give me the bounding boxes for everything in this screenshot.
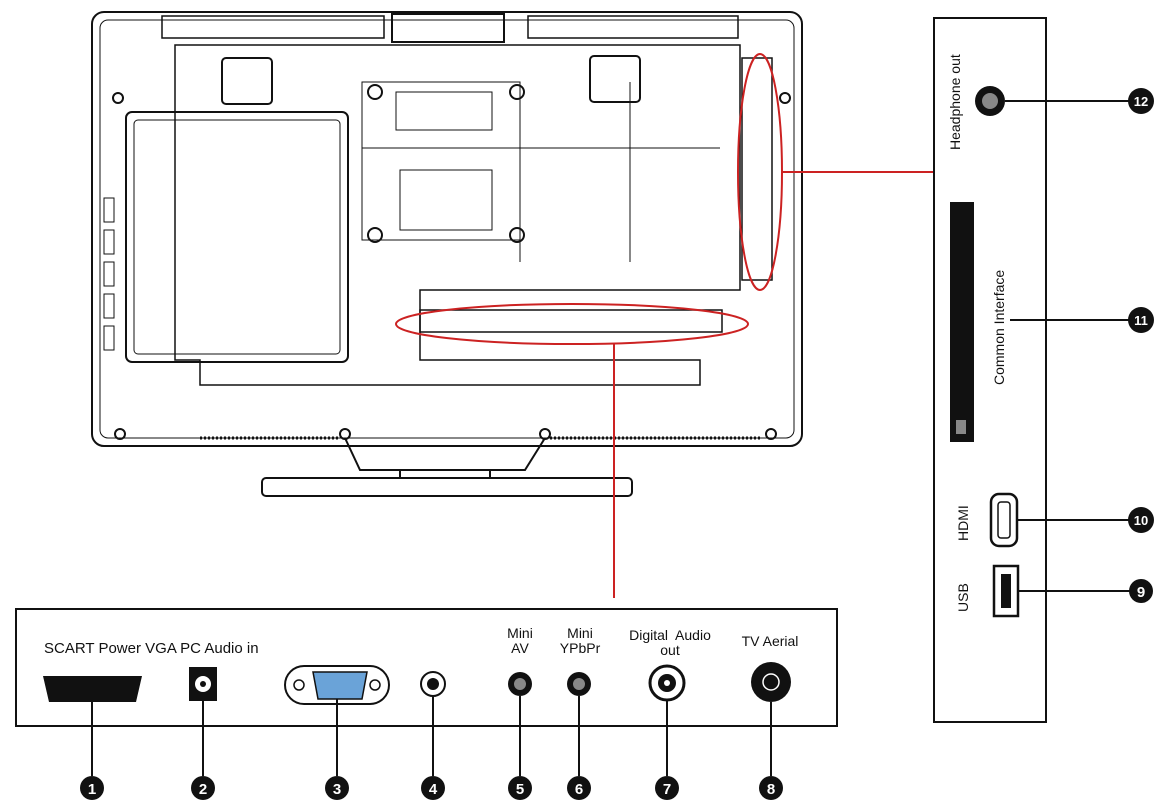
callout-6: 6 bbox=[567, 776, 591, 800]
label-hdmi: HDMI bbox=[955, 505, 971, 541]
svg-text:7: 7 bbox=[663, 781, 671, 798]
callout-10: 10 bbox=[1128, 507, 1154, 533]
tv-back-view bbox=[91, 11, 803, 497]
callout-8: 8 bbox=[759, 776, 783, 800]
svg-text:5: 5 bbox=[516, 781, 524, 798]
callout-2: 2 bbox=[191, 776, 215, 800]
side-panel-highlight bbox=[737, 53, 783, 291]
callouts: 1 2 3 4 5 6 7 8 9 10 11 12 bbox=[80, 88, 1154, 800]
bottom-connector-panel: SCART Power VGA PC Audio in Mini AV Mini… bbox=[15, 608, 838, 727]
label-common-interface: Common Interface bbox=[991, 270, 1007, 385]
svg-text:11: 11 bbox=[1134, 313, 1148, 328]
label-mini-ypbpr-2: YPbPr bbox=[560, 640, 601, 656]
svg-text:2: 2 bbox=[199, 781, 207, 798]
label-digital-audio-1: Digital Audio bbox=[629, 627, 711, 643]
label-tv-aerial: TV Aerial bbox=[742, 633, 799, 649]
callout-9: 9 bbox=[1129, 579, 1153, 603]
svg-text:10: 10 bbox=[1134, 513, 1148, 528]
tv-aerial-jack bbox=[751, 662, 791, 702]
svg-text:8: 8 bbox=[767, 781, 775, 798]
callout-1: 1 bbox=[80, 776, 104, 800]
label-usb: USB bbox=[955, 583, 971, 612]
callout-11: 11 bbox=[1128, 307, 1154, 333]
callout-5: 5 bbox=[508, 776, 532, 800]
svg-text:12: 12 bbox=[1134, 94, 1148, 109]
side-leader-lines bbox=[1005, 100, 1130, 592]
callout-4: 4 bbox=[421, 776, 445, 800]
bottom-leader-lines bbox=[91, 696, 772, 776]
bottom-panel-highlight bbox=[395, 303, 749, 345]
svg-text:3: 3 bbox=[333, 781, 341, 798]
label-headphone-out: Headphone out bbox=[947, 54, 963, 150]
label-mini-ypbpr-1: Mini bbox=[567, 625, 593, 641]
label-scart-power-vga-pc-audio: SCART Power VGA PC Audio in bbox=[44, 640, 259, 657]
label-digital-audio-2: out bbox=[660, 642, 680, 658]
svg-text:6: 6 bbox=[575, 781, 583, 798]
callout-7: 7 bbox=[655, 776, 679, 800]
label-mini-av-2: AV bbox=[511, 640, 529, 656]
scart-port bbox=[43, 676, 142, 702]
side-connector-panel: Headphone out Common Interface HDMI USB bbox=[933, 17, 1047, 723]
svg-text:9: 9 bbox=[1137, 584, 1145, 601]
svg-text:1: 1 bbox=[88, 781, 96, 798]
label-mini-av-1: Mini bbox=[507, 625, 533, 641]
callout-12: 12 bbox=[1128, 88, 1154, 114]
common-interface-slot bbox=[950, 202, 974, 442]
callout-3: 3 bbox=[325, 776, 349, 800]
svg-text:4: 4 bbox=[429, 781, 438, 798]
